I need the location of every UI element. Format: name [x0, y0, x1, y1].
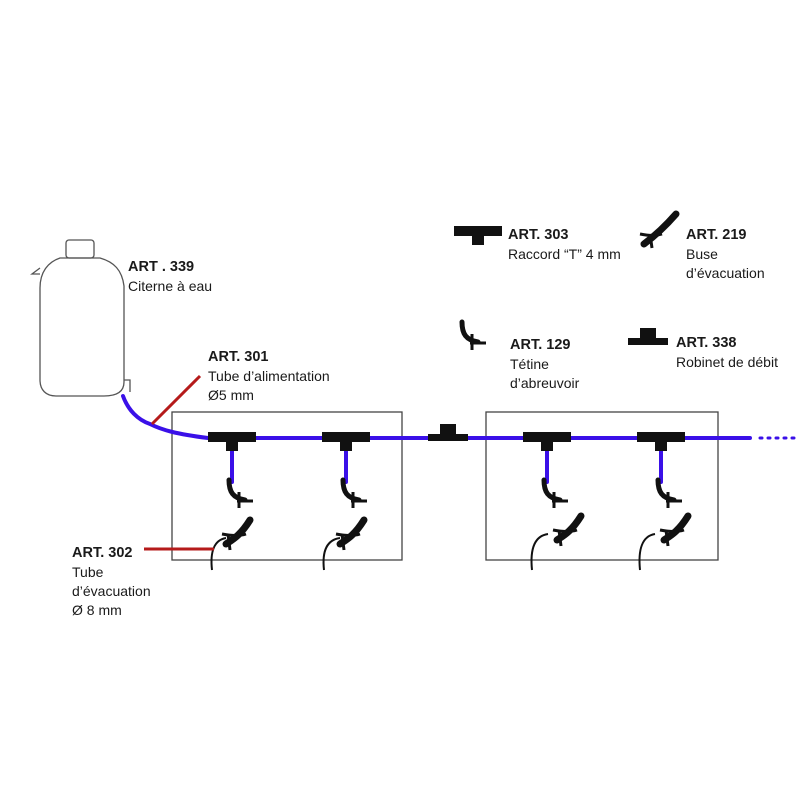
- label-art303: ART. 303 Raccord “T” 4 mm: [508, 227, 621, 262]
- tee-fitting-icon: [454, 226, 502, 245]
- leader-art301: [150, 374, 202, 426]
- label-art301: ART. 301 Tube d’alimentation Ø5 mm: [208, 349, 330, 403]
- label-art339: ART . 339 Citerne à eau: [128, 259, 213, 294]
- label-art219: ART. 219 Buse d’évacuation: [686, 227, 765, 281]
- flow-valve-icon: [628, 328, 668, 345]
- drinker-teat-icon: [462, 322, 486, 350]
- drinker-teat-icon: [229, 480, 682, 508]
- drain-tube: [210, 533, 656, 571]
- drain-nozzle-icon: [222, 516, 688, 550]
- label-art129: ART. 129 Tétine d’abreuvoir: [510, 337, 580, 391]
- label-art302: ART. 302 Tube d’évacuation Ø 8 mm: [72, 545, 151, 618]
- chamber-left: [171, 411, 403, 561]
- feed-tube: [121, 394, 797, 484]
- chamber-right: [485, 411, 719, 561]
- water-tank-icon: [30, 239, 131, 397]
- flow-valve-icon: [428, 424, 468, 441]
- drain-nozzle-icon: [639, 210, 680, 249]
- label-art338: ART. 338 Robinet de débit: [676, 335, 778, 370]
